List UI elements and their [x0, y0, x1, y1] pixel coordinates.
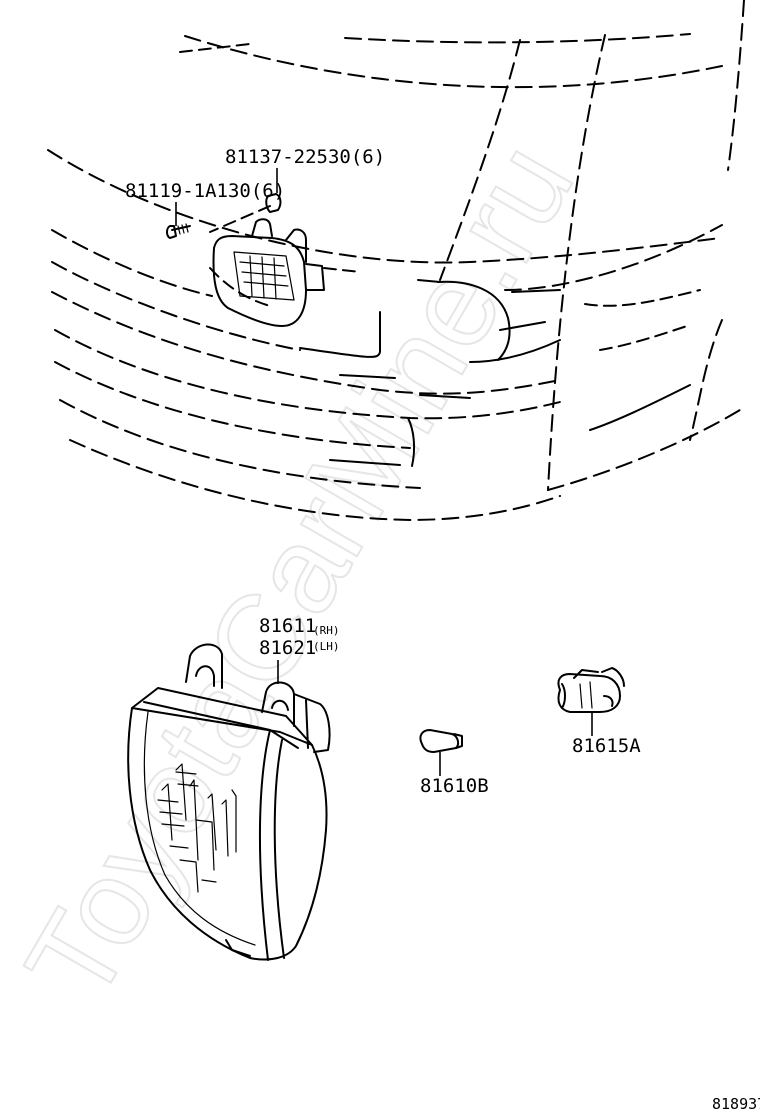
- part-number-screw[interactable]: 81119-1A130(6): [125, 180, 285, 202]
- socket-icon: [557, 667, 625, 736]
- part-number-nut[interactable]: 81137-22530(6): [225, 146, 385, 168]
- part-number-lamp-rh[interactable]: 81611: [259, 615, 316, 637]
- bumper-solid-lines: [299, 279, 691, 467]
- side-turn-lamp-icon: [127, 643, 331, 961]
- part-number-socket[interactable]: 81615A: [572, 735, 641, 757]
- bulb-icon: [419, 729, 463, 776]
- nut-icon: [265, 168, 282, 213]
- side-label-rh: (RH): [313, 624, 340, 637]
- watermark-text: ToyotaCarMine.ru: [0, 121, 599, 1023]
- vehicle-body-outline: [47, 0, 745, 521]
- mounted-lamp-illustration: [209, 205, 361, 327]
- screw-icon: [166, 202, 191, 239]
- side-label-lh: (LH): [313, 640, 340, 653]
- part-number-bulb[interactable]: 81610B: [420, 775, 489, 797]
- part-number-lamp-lh[interactable]: 81621: [259, 637, 316, 659]
- watermark: ToyotaCarMine.ru: [0, 120, 600, 1024]
- part-labels: 81137-22530(6) 81119-1A130(6) 81611 (RH)…: [125, 146, 760, 1112]
- diagram-reference-code: 818937: [712, 1095, 760, 1112]
